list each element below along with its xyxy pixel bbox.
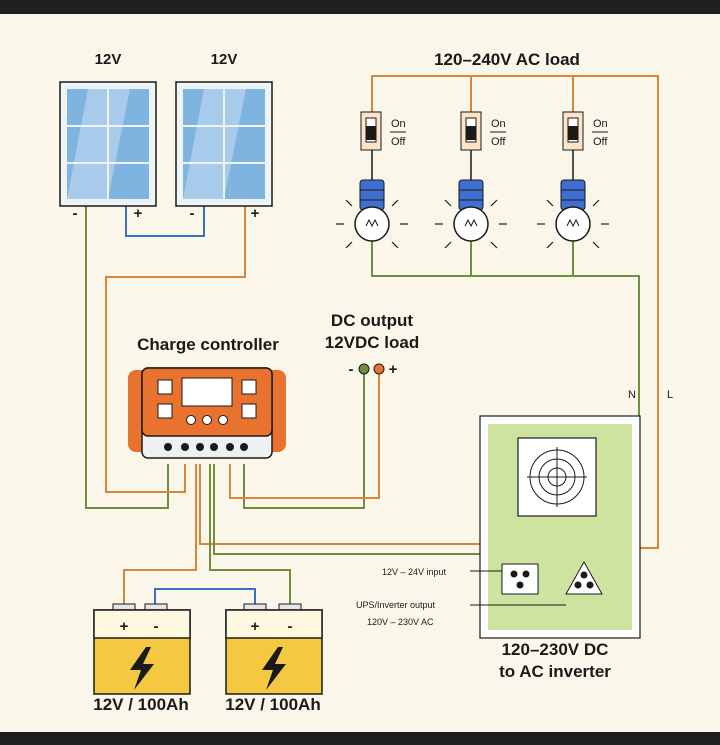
ac-load-unit-3: On Off	[537, 111, 609, 249]
battery-2-minus: -	[288, 618, 293, 635]
wire-battery-series	[154, 588, 256, 606]
switch-2-on: On	[491, 118, 506, 130]
inverter-title: 120–230V DC	[502, 640, 609, 659]
battery-1	[93, 603, 191, 695]
wire-l-label: L	[667, 389, 673, 401]
bulb-3-icon	[555, 206, 591, 242]
solar-panel-1	[59, 81, 157, 207]
panel-2-label: 12V	[211, 51, 238, 68]
dc-output-plus: +	[389, 361, 398, 378]
bulb-1-icon	[354, 206, 390, 242]
solar-panel-2	[175, 81, 273, 207]
switch-3-on: On	[593, 118, 608, 130]
battery-2-label: 12V / 100Ah	[225, 695, 320, 714]
battery-1-plus: +	[120, 618, 129, 635]
bulb-1-socket-icon	[359, 179, 385, 211]
dc-output-minus: -	[349, 361, 354, 378]
charge-controller	[128, 367, 286, 459]
wire-inv-neg	[213, 464, 525, 564]
ac-load-unit-2: On Off	[435, 111, 507, 249]
dc-output-plus-terminal	[373, 363, 385, 375]
wire-dc-minus	[243, 369, 365, 509]
battery-1-bolt-icon	[130, 647, 154, 690]
wire-inv-pos	[199, 464, 511, 564]
battery-2-bolt-icon	[262, 647, 286, 690]
switch-2-off: Off	[491, 136, 506, 148]
wire-dc-plus	[229, 369, 380, 499]
wire-battery-plus	[123, 464, 197, 606]
solar-system-diagram: 12V 12V - + - + 120–240V AC load On Off …	[59, 50, 673, 714]
switch-1-off: Off	[391, 136, 406, 148]
diagram-canvas: 12V 12V - + - + 120–240V AC load On Off …	[0, 14, 720, 732]
ac-load-title: 120–240V AC load	[434, 50, 580, 69]
switch-2-icon	[466, 126, 476, 140]
bulb-2-icon	[453, 206, 489, 242]
dc-output-title: DC output	[331, 311, 413, 330]
dc-output-minus-terminal	[358, 363, 370, 375]
switch-1-icon	[366, 126, 376, 140]
panel-2-plus: +	[251, 205, 260, 222]
panel-1-label: 12V	[95, 51, 122, 68]
controller-terminals	[164, 443, 248, 451]
wire-panel-plus	[105, 206, 246, 493]
wire-battery-minus	[209, 464, 291, 606]
wire-panel-minus	[85, 206, 169, 509]
battery-2-plus: +	[251, 618, 260, 635]
switch-3-icon	[568, 126, 578, 140]
inverter	[479, 415, 641, 639]
controller-title: Charge controller	[137, 335, 279, 354]
battery-2	[225, 603, 323, 695]
inverter-input-label: 12V – 24V input	[382, 567, 447, 577]
switch-3-off: Off	[593, 136, 608, 148]
switch-1-on: On	[391, 118, 406, 130]
ac-load-unit-1: On Off	[336, 111, 408, 249]
inverter-subtitle: to AC inverter	[499, 662, 611, 681]
controller-display	[181, 377, 233, 407]
dc-output-subtitle: 12VDC load	[325, 333, 419, 352]
panel-1-minus: -	[73, 205, 78, 222]
bulb-3-socket-icon	[560, 179, 586, 211]
panel-2-minus: -	[190, 205, 195, 222]
inverter-output-sublabel: 120V – 230V AC	[367, 617, 434, 627]
panel-1-plus: +	[134, 205, 143, 222]
battery-1-label: 12V / 100Ah	[93, 695, 188, 714]
wire-n-label: N	[628, 389, 636, 401]
bulb-2-socket-icon	[458, 179, 484, 211]
inverter-input-socket-icon	[501, 563, 539, 595]
wire-panel-series	[125, 206, 205, 237]
battery-1-minus: -	[154, 618, 159, 635]
inverter-output-label: UPS/Inverter output	[356, 600, 436, 610]
